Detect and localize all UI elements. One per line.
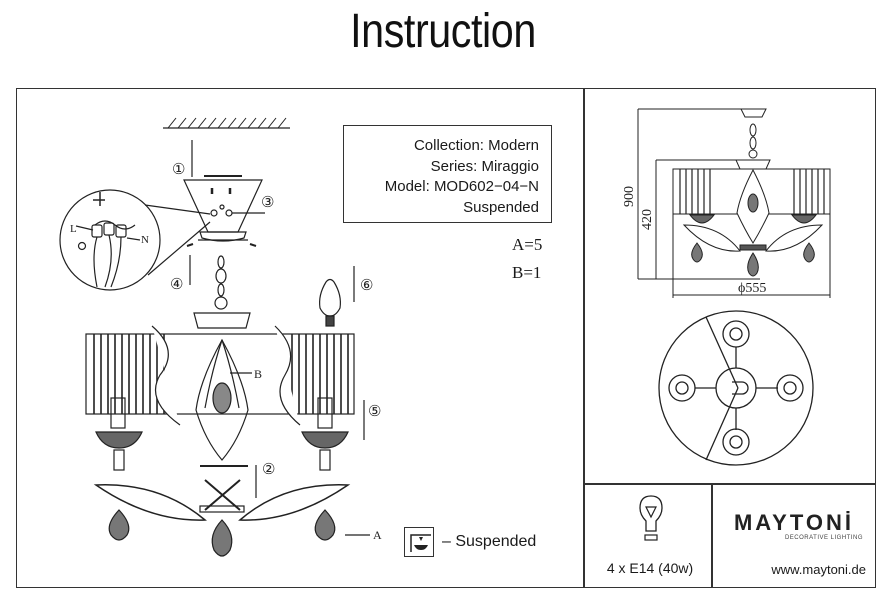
- series-label: Series: Miraggio: [430, 157, 539, 175]
- step-2-label: ②: [262, 462, 275, 478]
- step-1-label: ①: [172, 162, 185, 178]
- type-label: Suspended: [463, 198, 539, 216]
- dimension-diagram: 900 420 ϕ555: [622, 108, 831, 298]
- part-a-label: A: [373, 528, 382, 542]
- wiring-detail-icon: [59, 189, 211, 291]
- brand-tagline: DECORATIVE LIGHTING: [784, 535, 864, 541]
- product-info-box: Collection: Modern Series: Miraggio Mode…: [343, 125, 552, 223]
- part-a-count: A=5: [512, 235, 543, 254]
- divider-vertical-main: [583, 88, 585, 588]
- brand-logo: MAYTONİ: [733, 510, 855, 535]
- part-b-label: B: [254, 367, 262, 381]
- top-view-diagram: [658, 310, 814, 466]
- ceiling-icon: [163, 117, 290, 129]
- model-label: Model: MOD602−04−N: [384, 178, 539, 195]
- mount-type-legend: – Suspended: [404, 527, 536, 557]
- step-3-label: ③: [261, 195, 274, 211]
- assembly-diagram: ① ③ ④ ⑥ ⑤ ② B A L N: [59, 117, 382, 557]
- step-6-label: ⑥: [360, 278, 373, 294]
- canopy-icon: [183, 175, 263, 242]
- divider-horizontal-right: [583, 483, 876, 485]
- brand-block: MAYTONİ DECORATIVE LIGHTING: [714, 510, 874, 541]
- brand-url[interactable]: www.maytoni.de: [771, 562, 866, 577]
- wire-neutral-label: N: [141, 234, 149, 246]
- instruction-frame: [16, 88, 876, 588]
- divider-vertical-bottom: [711, 483, 713, 588]
- wire-live-label: L: [70, 223, 77, 235]
- collection-label: Collection: Modern: [413, 137, 539, 154]
- part-b-count: B=1: [512, 263, 542, 282]
- step-5-label: ⑤: [368, 404, 381, 420]
- crystal-icon: [108, 509, 336, 557]
- lamp-shade-icon: [85, 325, 355, 426]
- light-bulb-icon: [639, 495, 663, 541]
- suspended-icon: [404, 527, 434, 557]
- document-title: Instruction: [350, 5, 536, 58]
- lamp-spec-label: 4 x E14 (40w): [606, 560, 694, 576]
- dimension-height-body: 420: [640, 209, 655, 230]
- bulb-icon: [319, 278, 341, 327]
- chain-icon: [214, 255, 228, 310]
- suspended-label: – Suspended: [442, 533, 537, 550]
- dimension-height-total: 900: [622, 186, 637, 207]
- step-4-label: ④: [170, 277, 183, 293]
- dimension-diameter: ϕ555: [738, 281, 766, 296]
